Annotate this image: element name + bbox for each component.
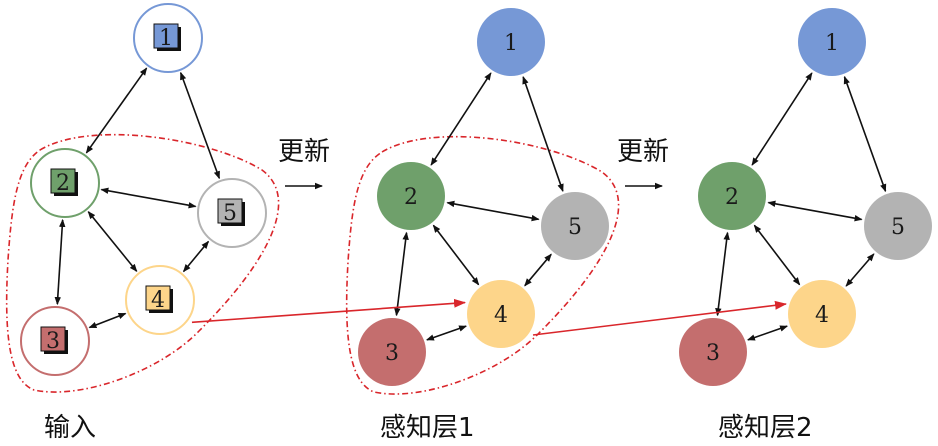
layer2-edge-2-4 xyxy=(753,224,801,286)
layer2-node-3: 3 xyxy=(679,318,747,386)
layer2-node-1-label: 1 xyxy=(825,31,839,56)
layer1-node-5: 5 xyxy=(541,192,609,260)
input-node-4-label: 4 xyxy=(151,288,165,313)
layer1-edge-2-3 xyxy=(394,231,409,317)
layer2-node-5: 5 xyxy=(864,192,932,260)
input-edge-2-3 xyxy=(54,218,66,306)
layer2-node-2-label: 2 xyxy=(725,185,739,210)
input-node-3-label: 3 xyxy=(46,329,60,354)
input-edge-2-5 xyxy=(100,187,197,209)
update-label-2: 更新 xyxy=(617,137,669,167)
layer1-node-1-label: 1 xyxy=(504,31,518,56)
layer1-node-1: 1 xyxy=(477,8,545,76)
layer1-edge-1-2 xyxy=(430,72,492,166)
input-node-1: 1 xyxy=(133,3,203,73)
propagation-arrow-1 xyxy=(191,298,467,324)
layer2-node-1: 1 xyxy=(798,8,866,76)
layer1-node-3-label: 3 xyxy=(385,341,399,366)
layer1-edge-3-4 xyxy=(425,325,468,341)
layer1-node-4-label: 4 xyxy=(494,303,508,328)
layer2-edge-2-3 xyxy=(715,231,730,317)
layer1-node-2: 2 xyxy=(377,162,445,230)
layer1-edge-2-5 xyxy=(446,200,540,222)
input-edge-4-5 xyxy=(182,240,210,273)
input-edge-1-5 xyxy=(179,71,221,180)
layer2-edge-4-5 xyxy=(845,253,875,287)
input-node-2-label: 2 xyxy=(56,171,70,196)
input-node-5-label: 5 xyxy=(223,201,237,226)
input-label: 输入 xyxy=(44,413,96,443)
layer2-edge-1-2 xyxy=(751,72,813,166)
layer2-node-4-label: 4 xyxy=(815,303,829,328)
input-node-5: 5 xyxy=(197,178,267,248)
layer1-node-2-label: 2 xyxy=(404,185,418,210)
input-edge-1-2 xyxy=(85,67,148,154)
layer2-node-2: 2 xyxy=(698,162,766,230)
layer1-node-3: 3 xyxy=(358,318,426,386)
layer2-edge-3-4 xyxy=(746,325,789,341)
input-edge-3-4 xyxy=(88,312,127,329)
layer2-node-4: 4 xyxy=(788,280,856,348)
layer1-edge-1-5 xyxy=(522,76,564,192)
input-edge-2-4 xyxy=(87,210,138,273)
layer2-edge-2-5 xyxy=(767,200,863,222)
layer1-edge-2-4 xyxy=(432,224,480,286)
input-node-4: 4 xyxy=(125,265,195,335)
layer1-node-4: 4 xyxy=(467,280,535,348)
propagation-arrow-2 xyxy=(532,300,787,336)
layer1-edge-4-5 xyxy=(524,253,552,287)
layer1-node-5-label: 5 xyxy=(568,215,582,240)
layer1-label: 感知层1 xyxy=(380,413,475,443)
layer2-edge-1-5 xyxy=(843,75,887,193)
input-node-3: 3 xyxy=(20,306,90,376)
update-label-1: 更新 xyxy=(278,137,330,167)
layer2-label: 感知层2 xyxy=(718,413,813,443)
layer2-node-5-label: 5 xyxy=(891,215,905,240)
layer2-node-3-label: 3 xyxy=(706,341,720,366)
input-node-1-label: 1 xyxy=(159,26,173,51)
input-node-2: 2 xyxy=(30,148,100,218)
